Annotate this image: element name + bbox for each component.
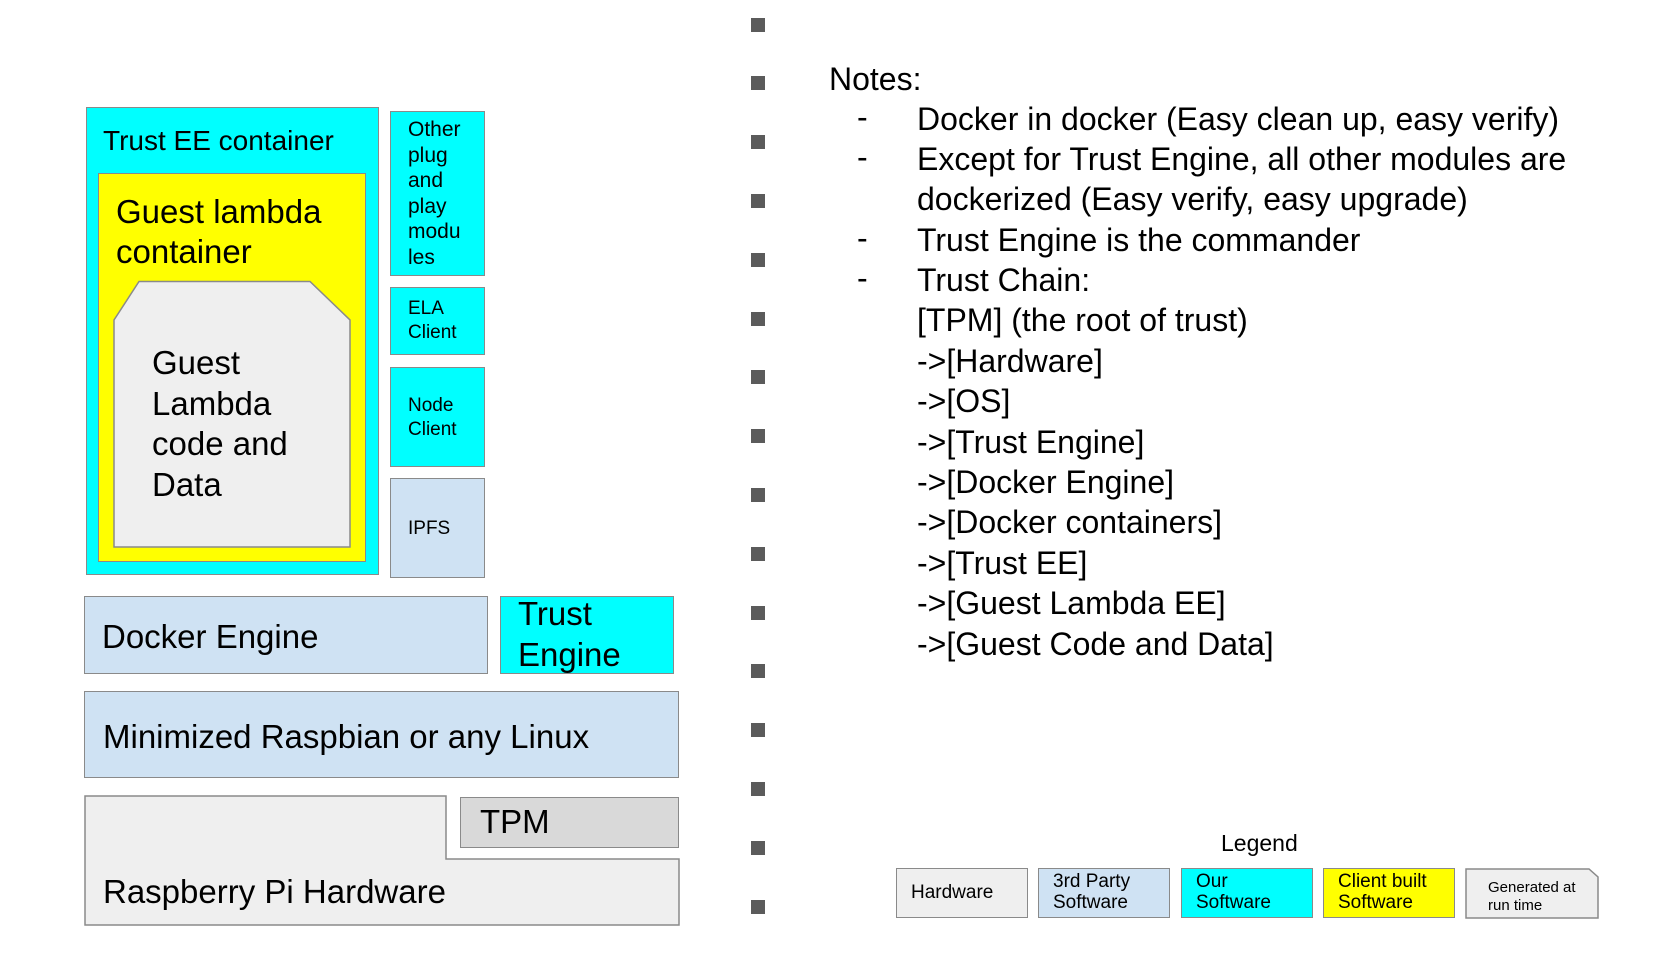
legend-title: Legend	[1221, 830, 1298, 856]
trust-chain-item: ->[Trust EE]	[917, 545, 1088, 581]
trust-ee-container-label: Trust EE container	[103, 125, 334, 156]
bullet-dash: -	[857, 139, 868, 175]
os-label: Minimized Raspbian or any Linux	[103, 718, 590, 755]
ipfs-box: IPFS	[390, 478, 485, 578]
legend-our-software: Our Software	[1181, 868, 1313, 918]
trust-chain-item: ->[Docker containers]	[917, 504, 1223, 540]
trust-chain-item: ->[Docker Engine]	[917, 464, 1175, 500]
divider-square	[751, 723, 765, 737]
trust-chain-item: ->[Hardware]	[917, 343, 1103, 379]
bullet-dash: -	[857, 220, 868, 256]
divider-square	[751, 488, 765, 502]
legend-runtime-label: Generated at run time	[1488, 879, 1576, 914]
divider-square	[751, 312, 765, 326]
divider-square	[751, 664, 765, 678]
other-modules-box: Other plug and play modu les	[390, 111, 485, 276]
note-bullet: Trust Engine is the commander	[917, 222, 1361, 258]
legend-third-party: 3rd Party Software	[1038, 868, 1170, 918]
other-modules-label: Other plug and play modu les	[408, 118, 461, 269]
legend-hardware: Hardware	[896, 868, 1028, 918]
trust-chain-item: [TPM] (the root of trust)	[917, 302, 1248, 338]
hardware-label: Raspberry Pi Hardware	[103, 873, 446, 910]
divider-square	[751, 253, 765, 267]
trust-chain-item: ->[OS]	[917, 383, 1011, 419]
trust-engine-box: Trust Engine	[500, 595, 674, 674]
divider-square	[751, 135, 765, 149]
divider-square	[751, 76, 765, 90]
guest-code-shape	[113, 280, 351, 548]
divider-square	[751, 18, 765, 32]
guest-lambda-container-label: Guest lambda container	[116, 193, 322, 270]
note-bullet: Trust Chain:	[917, 262, 1091, 298]
divider-square	[751, 841, 765, 855]
divider-square	[751, 782, 765, 796]
divider-square	[751, 194, 765, 208]
divider-square	[751, 547, 765, 561]
hardware-shape	[84, 795, 680, 926]
divider-square	[751, 606, 765, 620]
tpm-label: TPM	[480, 803, 550, 840]
docker-engine-box: Docker Engine	[84, 596, 488, 674]
bullet-dash: -	[857, 260, 868, 296]
divider-square	[751, 370, 765, 384]
os-box: Minimized Raspbian or any Linux	[84, 691, 679, 778]
bullet-dash: -	[857, 99, 868, 135]
ela-client-label: ELA Client	[408, 298, 457, 343]
tpm-box: TPM	[460, 797, 679, 848]
guest-code-label: Guest Lambda code and Data	[152, 344, 288, 503]
note-bullet: Docker in docker (Easy clean up, easy ve…	[917, 101, 1560, 137]
trust-engine-label: Trust Engine	[518, 595, 621, 673]
trust-chain-item: ->[Guest Code and Data]	[917, 626, 1274, 662]
docker-engine-label: Docker Engine	[102, 618, 319, 655]
legend-client-built: Client built Software	[1323, 868, 1455, 918]
ipfs-label: IPFS	[408, 518, 451, 539]
trust-chain-item: ->[Guest Lambda EE]	[917, 585, 1226, 621]
divider-square	[751, 900, 765, 914]
ela-client-box: ELA Client	[390, 287, 485, 355]
note-bullet: Except for Trust Engine, all other modul…	[917, 141, 1567, 218]
node-client-box: Node Client	[390, 367, 485, 467]
divider-square	[751, 429, 765, 443]
legend-runtime-shape	[1465, 868, 1599, 919]
trust-chain-item: ->[Trust Engine]	[917, 424, 1145, 460]
node-client-label: Node Client	[408, 395, 457, 440]
notes-title: Notes:	[829, 61, 922, 97]
